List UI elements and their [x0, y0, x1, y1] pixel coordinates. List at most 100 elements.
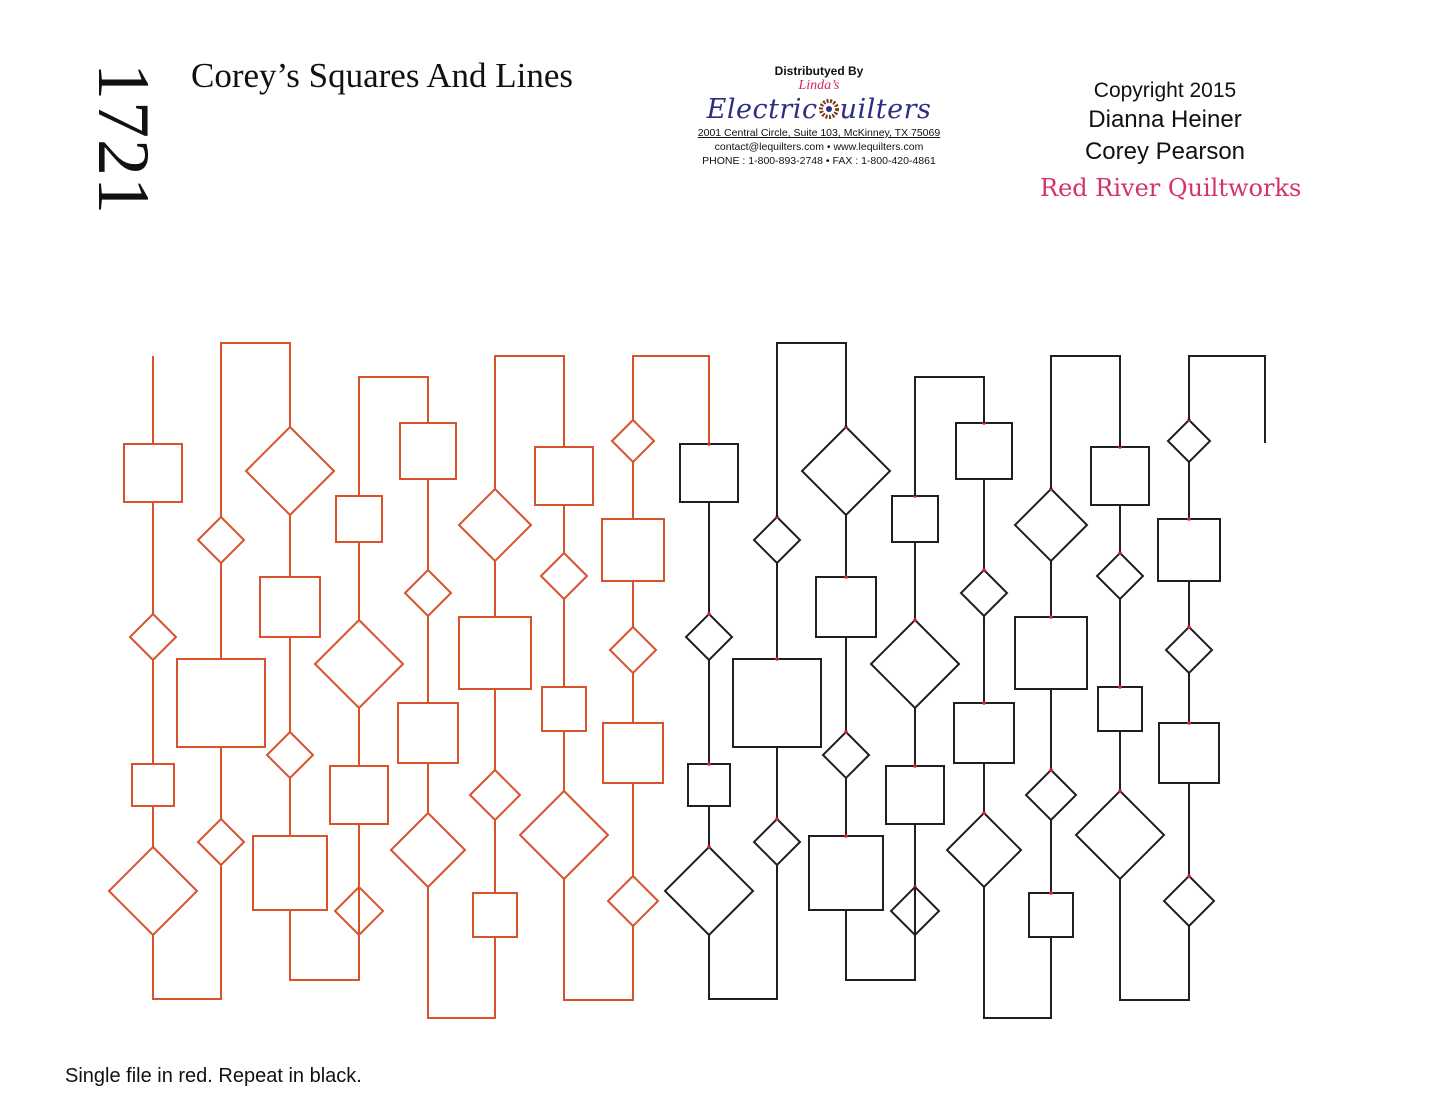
diamond-motif — [959, 568, 1009, 618]
connector-line — [1050, 355, 1121, 489]
diamond-motif — [1164, 625, 1214, 675]
join-marker — [982, 701, 986, 705]
brand-text-part2: uilters — [839, 93, 932, 125]
join-marker — [707, 442, 711, 446]
diamond-motif — [821, 730, 871, 780]
square-motif — [687, 763, 731, 807]
diamond-motif — [752, 817, 802, 867]
join-marker — [1118, 551, 1122, 555]
square-motif — [397, 702, 459, 764]
join-marker — [1049, 615, 1053, 619]
distributor-label: Distributyed By — [774, 64, 864, 78]
brand-small-text: Linda’s — [798, 78, 840, 93]
connector-line — [1119, 879, 1190, 1001]
join-marker — [844, 575, 848, 579]
join-marker — [844, 834, 848, 838]
square-motif — [259, 576, 321, 638]
join-marker — [982, 811, 986, 815]
diamond-motif — [1166, 418, 1212, 464]
square-motif — [732, 658, 822, 748]
diamond-motif — [800, 425, 892, 517]
author-name: Corey Pearson — [1084, 138, 1246, 165]
diamond-motif — [606, 874, 660, 928]
square-motif — [399, 422, 457, 480]
join-marker — [1187, 625, 1191, 629]
pattern-black-pass — [663, 342, 1266, 1019]
square-motif — [123, 443, 183, 503]
diamond-motif — [1013, 487, 1089, 563]
connector-line — [220, 342, 291, 517]
diamond-motif — [265, 730, 315, 780]
square-motif — [472, 892, 518, 938]
connector-line — [708, 864, 778, 1000]
join-marker — [913, 618, 917, 622]
square-motif — [1158, 722, 1220, 784]
square-motif — [329, 765, 389, 825]
connector-line — [776, 342, 847, 517]
connector-line — [914, 376, 985, 496]
square-motif — [131, 763, 175, 807]
join-marker — [1187, 517, 1191, 521]
diamond-motif — [468, 768, 522, 822]
copyright-text: Copyright 2015 — [1093, 79, 1237, 102]
join-marker — [775, 657, 779, 661]
diamond-motif — [457, 487, 533, 563]
distributor-block: Distributyed By Linda’s Electric uilters… — [690, 64, 948, 168]
join-marker — [1118, 685, 1122, 689]
diamond-motif — [1024, 768, 1078, 822]
connector-line — [358, 376, 429, 496]
thread-spool-icon — [818, 99, 839, 119]
author-name: Dianna Heiner — [1088, 106, 1242, 133]
join-marker — [913, 764, 917, 768]
square-motif — [1097, 686, 1143, 732]
square-motif — [955, 422, 1013, 480]
diamond-motif — [945, 811, 1023, 889]
connector-line — [494, 355, 565, 489]
square-motif — [1157, 518, 1221, 582]
diamond-motif — [1095, 551, 1145, 601]
join-marker — [1187, 721, 1191, 725]
distributor-address: 2001 Central Circle, Suite 103, McKinney… — [697, 127, 941, 139]
diamond-motif — [610, 418, 656, 464]
diamond-motif — [518, 789, 610, 881]
diamond-motif — [752, 515, 802, 565]
brand-text-part1: Electric — [706, 93, 818, 125]
join-marker — [1118, 789, 1122, 793]
connector-line — [1188, 355, 1266, 420]
join-marker — [707, 762, 711, 766]
join-marker — [707, 612, 711, 616]
square-motif — [885, 765, 945, 825]
connector-line — [563, 879, 634, 1001]
square-motif — [808, 835, 884, 911]
diamond-motif — [196, 515, 246, 565]
diamond-motif — [244, 425, 336, 517]
diamond-motif — [869, 618, 961, 710]
square-motif — [541, 686, 587, 732]
distributor-phone: PHONE : 1-800-893-2748 • FAX : 1-800-420… — [702, 155, 936, 167]
join-marker — [775, 817, 779, 821]
square-motif — [176, 658, 266, 748]
join-marker — [982, 568, 986, 572]
square-motif — [534, 446, 594, 506]
square-motif — [601, 518, 665, 582]
square-motif — [953, 702, 1015, 764]
square-motif — [1090, 446, 1150, 506]
diamond-motif — [684, 612, 734, 662]
company-name: Red River Quiltworks — [1040, 174, 1302, 202]
connector-line — [632, 355, 710, 443]
square-motif — [891, 495, 939, 543]
diamond-motif — [389, 811, 467, 889]
diamond-motif — [196, 817, 246, 867]
diamond-motif — [1162, 874, 1216, 928]
join-marker — [1049, 891, 1053, 895]
diamond-motif — [128, 612, 178, 662]
connector-line — [289, 887, 360, 981]
connector-line — [1188, 355, 1266, 443]
connector-line — [427, 887, 496, 1019]
distributor-logo: Electric uilters — [690, 92, 948, 126]
diamond-motif — [608, 625, 658, 675]
footer-note: Single file in red. Repeat in black. — [65, 1065, 362, 1087]
join-marker — [844, 730, 848, 734]
join-marker — [707, 845, 711, 849]
